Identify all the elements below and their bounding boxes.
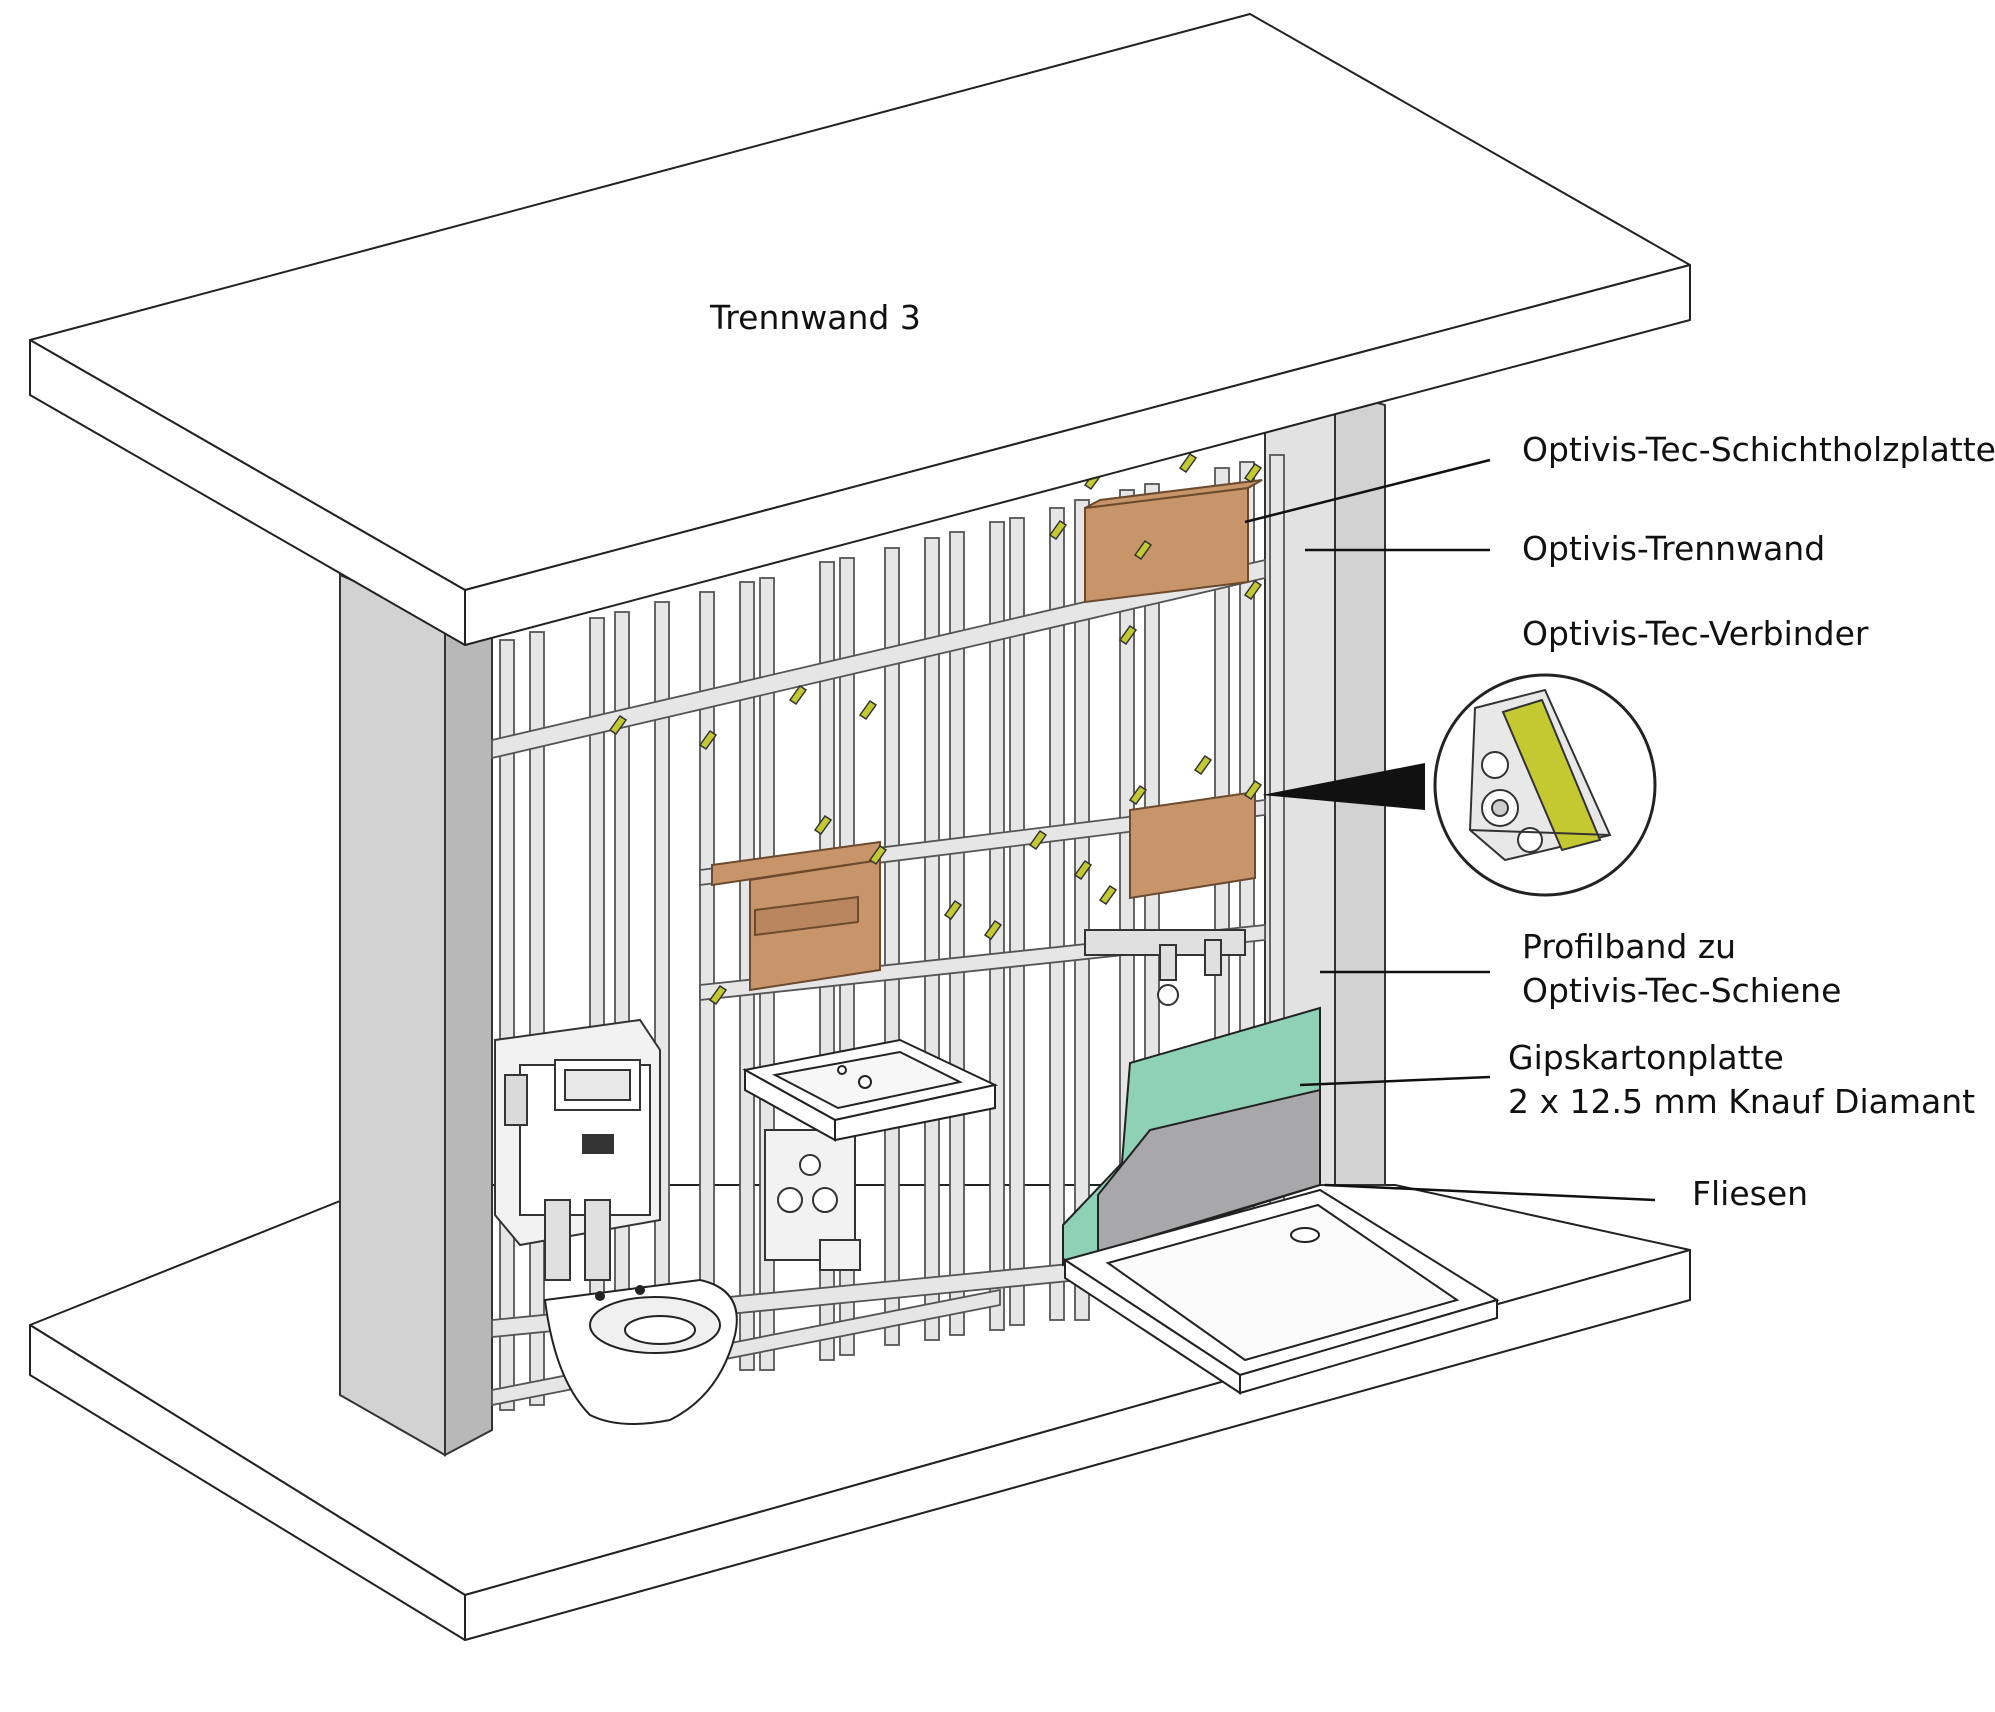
connector-zoom-callout — [1262, 673, 1657, 897]
connector-bracket — [1243, 462, 1263, 484]
optivis-tec-schichtholzplatte-panels — [711, 479, 1263, 992]
connector-bracket — [1193, 754, 1213, 776]
wc-cistern-element — [494, 1018, 661, 1281]
label-gipskarton: Gipskartonplatte 2 x 12.5 mm Knauf Diama… — [1508, 1036, 1975, 1123]
shower-fittings — [1084, 929, 1246, 1006]
left-pillar — [339, 573, 493, 1457]
leader-lines — [1244, 458, 1656, 1202]
wc-bowl — [543, 1278, 738, 1425]
connector-bracket — [1243, 779, 1263, 801]
connector-bracket — [608, 714, 628, 736]
connector-bracket — [1048, 519, 1068, 541]
connector-bracket — [708, 984, 728, 1006]
connector-bracket — [1133, 539, 1153, 561]
label-profilband-line2: Optivis-Tec-Schiene — [1522, 970, 1842, 1010]
washbasin-element — [764, 1129, 861, 1271]
connector-bracket — [983, 919, 1003, 941]
frame-stud — [924, 537, 940, 1341]
diagram-title: Trennwand 3 — [710, 298, 921, 337]
frame-stud — [884, 547, 900, 1346]
connector-bracket — [1028, 829, 1048, 851]
connector-bracket — [1098, 884, 1118, 906]
fliesen — [1097, 1088, 1321, 1254]
frame-stud — [949, 531, 965, 1336]
connector-bracket — [868, 844, 888, 866]
label-profilband: Profilband zu Optivis-Tec-Schiene — [1522, 925, 1841, 1012]
connector-bracket — [1073, 859, 1093, 881]
label-gipskarton-line2: 2 x 12.5 mm Knauf Diamant — [1508, 1081, 1976, 1121]
connector-bracket — [1128, 784, 1148, 806]
connector-bracket — [1118, 624, 1138, 646]
label-schichtholzplatte: Optivis-Tec-Schichtholzplatte — [1522, 430, 1995, 469]
connector-bracket — [698, 729, 718, 751]
washbasin — [742, 1038, 999, 1142]
label-trennwand: Optivis-Trennwand — [1522, 529, 1826, 568]
connector-bracket — [858, 699, 878, 721]
label-fliesen: Fliesen — [1692, 1174, 1809, 1213]
shower-tray — [1062, 1188, 1500, 1395]
frame-stud — [1074, 499, 1090, 1321]
connector-bracket — [1178, 452, 1198, 474]
optivis-tec-verbinder-connectors — [608, 452, 1263, 1006]
ceiling-slab — [29, 13, 1691, 646]
label-profilband-line1: Profilband zu — [1522, 927, 1737, 966]
connector-bracket — [813, 814, 833, 836]
frame-stud — [1049, 507, 1065, 1321]
frame-stud — [1009, 517, 1025, 1326]
connector-bracket — [1243, 579, 1263, 601]
label-verbinder: Optivis-Tec-Verbinder — [1522, 614, 1869, 653]
connector-bracket — [788, 684, 808, 706]
label-gipskarton-line1: Gipskartonplatte — [1508, 1038, 1784, 1077]
connector-bracket — [943, 899, 963, 921]
